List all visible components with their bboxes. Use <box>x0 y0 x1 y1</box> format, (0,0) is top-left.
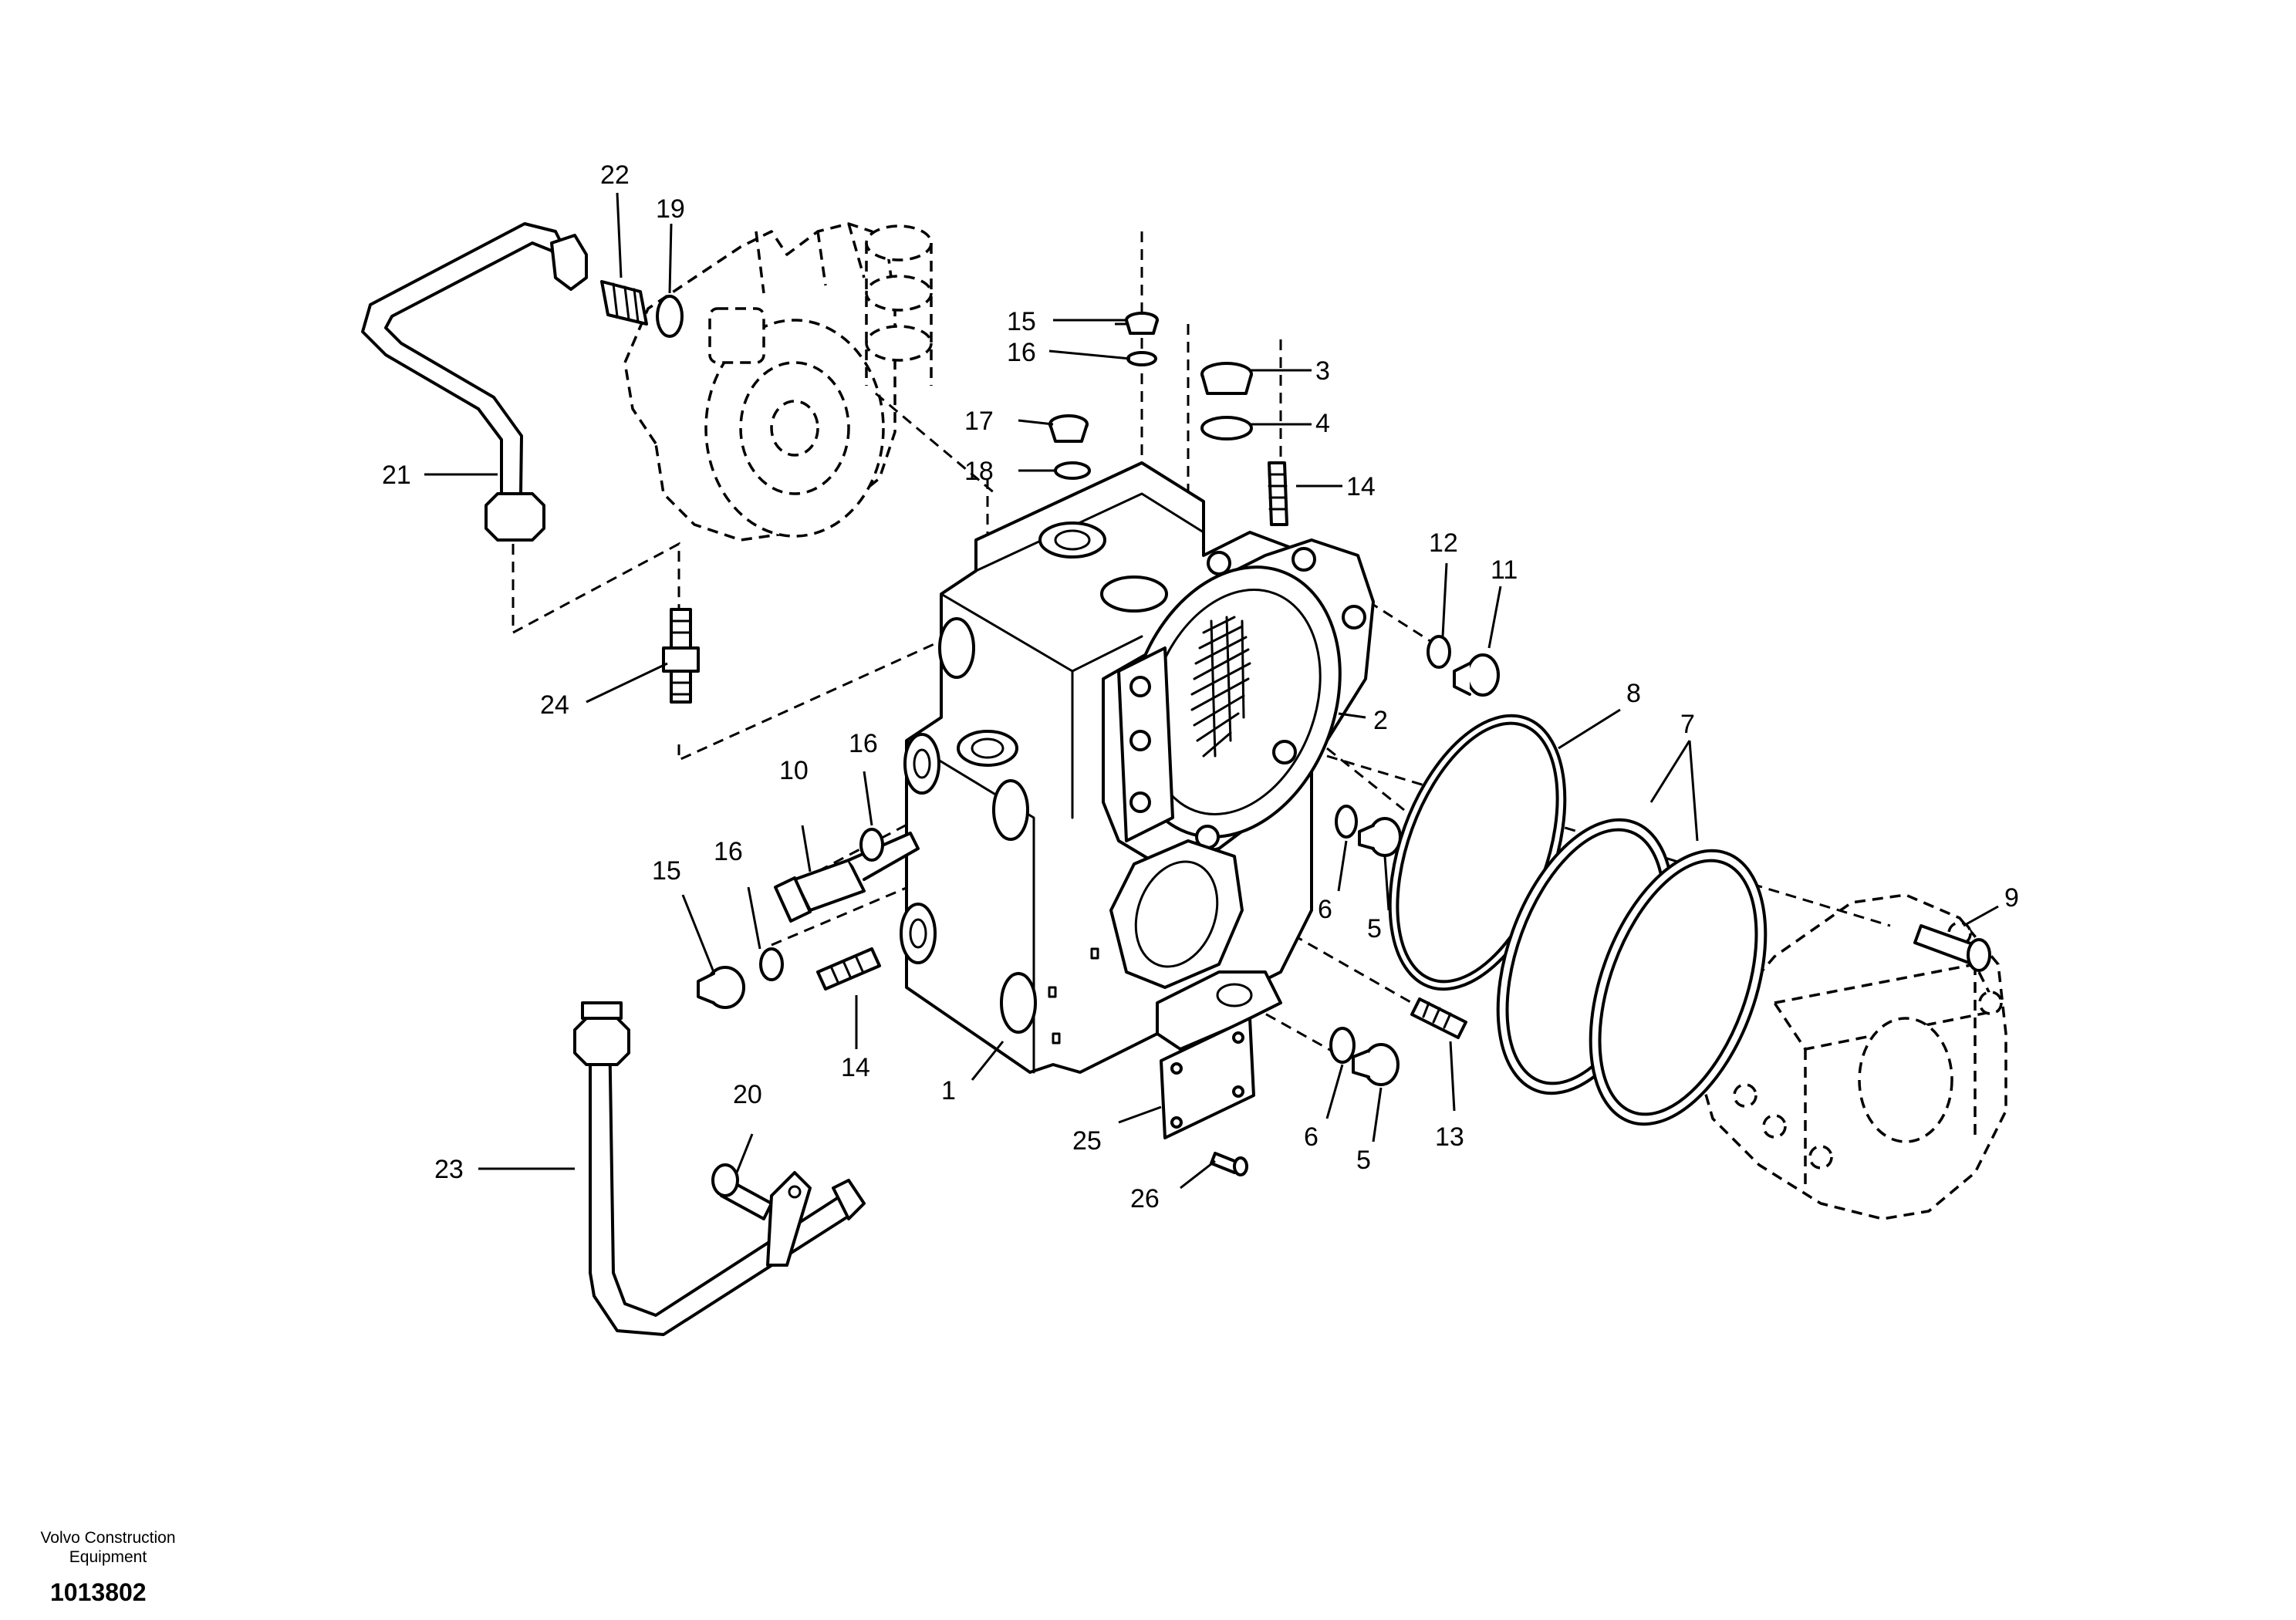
part-22-adapter <box>600 280 648 326</box>
part-3-plug <box>1200 362 1253 395</box>
callout-6-upper: 6 <box>1318 895 1332 924</box>
callout-3: 3 <box>1315 356 1330 386</box>
part-15-plug-lower <box>697 966 745 1009</box>
part-5-plug-lower <box>1352 1043 1400 1086</box>
part-6-o-ring-upper <box>1335 805 1358 839</box>
part-23-tube <box>573 1001 866 1336</box>
callout-8: 8 <box>1626 679 1641 708</box>
part-2-flange-cover <box>1102 538 1375 1051</box>
callout-16-mid: 16 <box>849 729 878 758</box>
publisher-line-2: Equipment <box>69 1548 147 1566</box>
part-6-o-ring-lower <box>1329 1027 1356 1064</box>
part-16-o-ring-mid <box>859 828 884 862</box>
callout-14-lower: 14 <box>841 1053 870 1082</box>
part-14-nipple-lower <box>816 947 881 991</box>
part-9-bolt <box>1913 924 1991 972</box>
callout-5-lower: 5 <box>1356 1146 1371 1175</box>
part-25-cover-plate <box>1160 1017 1255 1139</box>
part-13-nipple <box>1410 997 1467 1039</box>
callout-26: 26 <box>1130 1184 1160 1213</box>
callout-23: 23 <box>434 1155 464 1184</box>
callout-12: 12 <box>1429 528 1458 558</box>
part-20-bolt-clamp <box>711 1163 812 1267</box>
callout-14-top: 14 <box>1346 472 1376 501</box>
callout-labels: 1 2 3 4 5 5 6 6 7 8 9 10 11 12 13 14 14 … <box>382 160 2019 1213</box>
callout-17: 17 <box>964 407 994 436</box>
callout-2: 2 <box>1373 706 1388 735</box>
part-4-o-ring <box>1200 416 1253 440</box>
part-7-ring-set <box>1496 818 1768 1126</box>
illustration-number: 1013802 <box>50 1578 147 1606</box>
phantom-upper-pump <box>623 222 933 542</box>
callout-5-upper: 5 <box>1367 914 1382 943</box>
leader-lines <box>424 192 1999 1190</box>
part-19-o-ring <box>656 295 684 338</box>
callout-20: 20 <box>733 1080 762 1109</box>
part-5-plug-upper <box>1358 817 1402 857</box>
part-17-plug <box>1048 414 1089 443</box>
callout-25: 25 <box>1072 1126 1102 1156</box>
callout-24: 24 <box>540 690 569 720</box>
callout-7: 7 <box>1680 710 1695 739</box>
callout-9: 9 <box>2004 883 2019 913</box>
publisher-line-1: Volvo Construction <box>40 1529 175 1547</box>
part-21-tube <box>361 222 588 542</box>
part-26-bolt <box>1210 1152 1248 1176</box>
callout-16-lower: 16 <box>714 837 743 866</box>
part-10-bolt <box>774 832 920 923</box>
callout-13: 13 <box>1435 1122 1464 1152</box>
callout-10: 10 <box>779 756 809 785</box>
footer: Volvo Construction Equipment 1013802 <box>40 1529 175 1606</box>
part-14-nipple-top <box>1268 461 1288 526</box>
callout-15-top: 15 <box>1007 307 1036 336</box>
callout-6-lower: 6 <box>1304 1122 1319 1152</box>
callout-15-lower: 15 <box>652 856 681 886</box>
callout-16-top: 16 <box>1007 338 1036 367</box>
callout-22: 22 <box>600 160 630 190</box>
part-18-o-ring <box>1054 461 1091 480</box>
part-24-nipple <box>662 608 700 704</box>
callout-21: 21 <box>382 461 411 490</box>
callout-11: 11 <box>1491 555 1518 585</box>
callout-1: 1 <box>941 1076 956 1105</box>
callout-19: 19 <box>656 194 685 224</box>
part-16-o-ring-top <box>1126 351 1157 366</box>
part-15-plug-top <box>1125 312 1159 335</box>
gear-teeth <box>1190 616 1251 758</box>
part-11-plug <box>1453 653 1500 697</box>
part-12-o-ring <box>1427 635 1451 669</box>
part-16-o-ring-lower <box>759 947 784 981</box>
callout-4: 4 <box>1315 409 1330 438</box>
callout-18: 18 <box>964 457 994 486</box>
phantom-transmission-housing <box>1696 893 2007 1220</box>
